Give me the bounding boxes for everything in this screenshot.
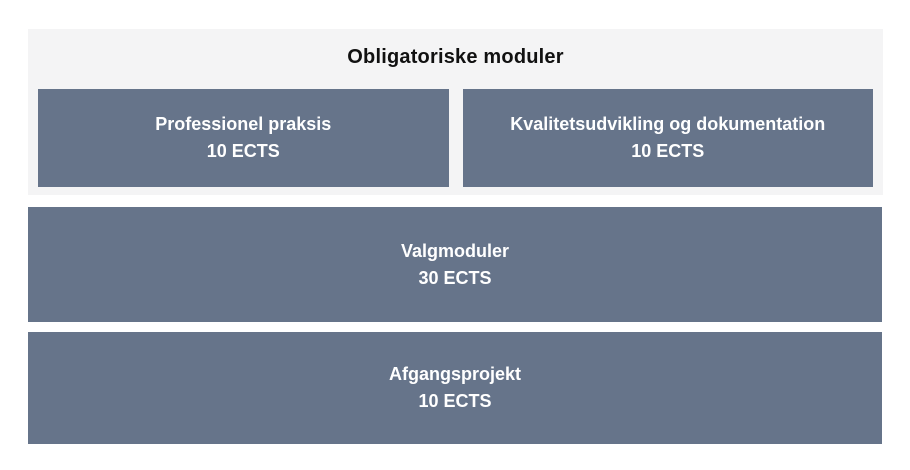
- mandatory-modules-section: Obligatoriske moduler Professionel praks…: [28, 29, 883, 195]
- module-ects: 10 ECTS: [631, 141, 705, 161]
- module-ects: 10 ECTS: [206, 141, 280, 161]
- module-ects: 30 ECTS: [418, 267, 492, 288]
- module-name: Valgmoduler: [400, 240, 510, 261]
- module-box-kvalitetsudvikling: Kvalitetsudvikling og dokumentation 10 E…: [462, 89, 873, 187]
- module-name: Afgangsprojekt: [388, 364, 521, 384]
- module-name: Kvalitetsudvikling og dokumentation: [510, 114, 826, 134]
- module-ects: 10 ECTS: [418, 391, 492, 411]
- module-box-valgmoduler: Valgmoduler 30 ECTS: [28, 207, 882, 322]
- module-box-afgangsprojekt: Afgangsprojekt 10 ECTS: [28, 332, 882, 444]
- module-name: Professionel praksis: [155, 114, 332, 134]
- module-box-professionel-praksis: Professionel praksis 10 ECTS: [38, 89, 449, 187]
- mandatory-section-title: Obligatoriske moduler: [347, 46, 564, 68]
- mandatory-modules-row: Professionel praksis 10 ECTS Kvalitetsud…: [38, 89, 873, 187]
